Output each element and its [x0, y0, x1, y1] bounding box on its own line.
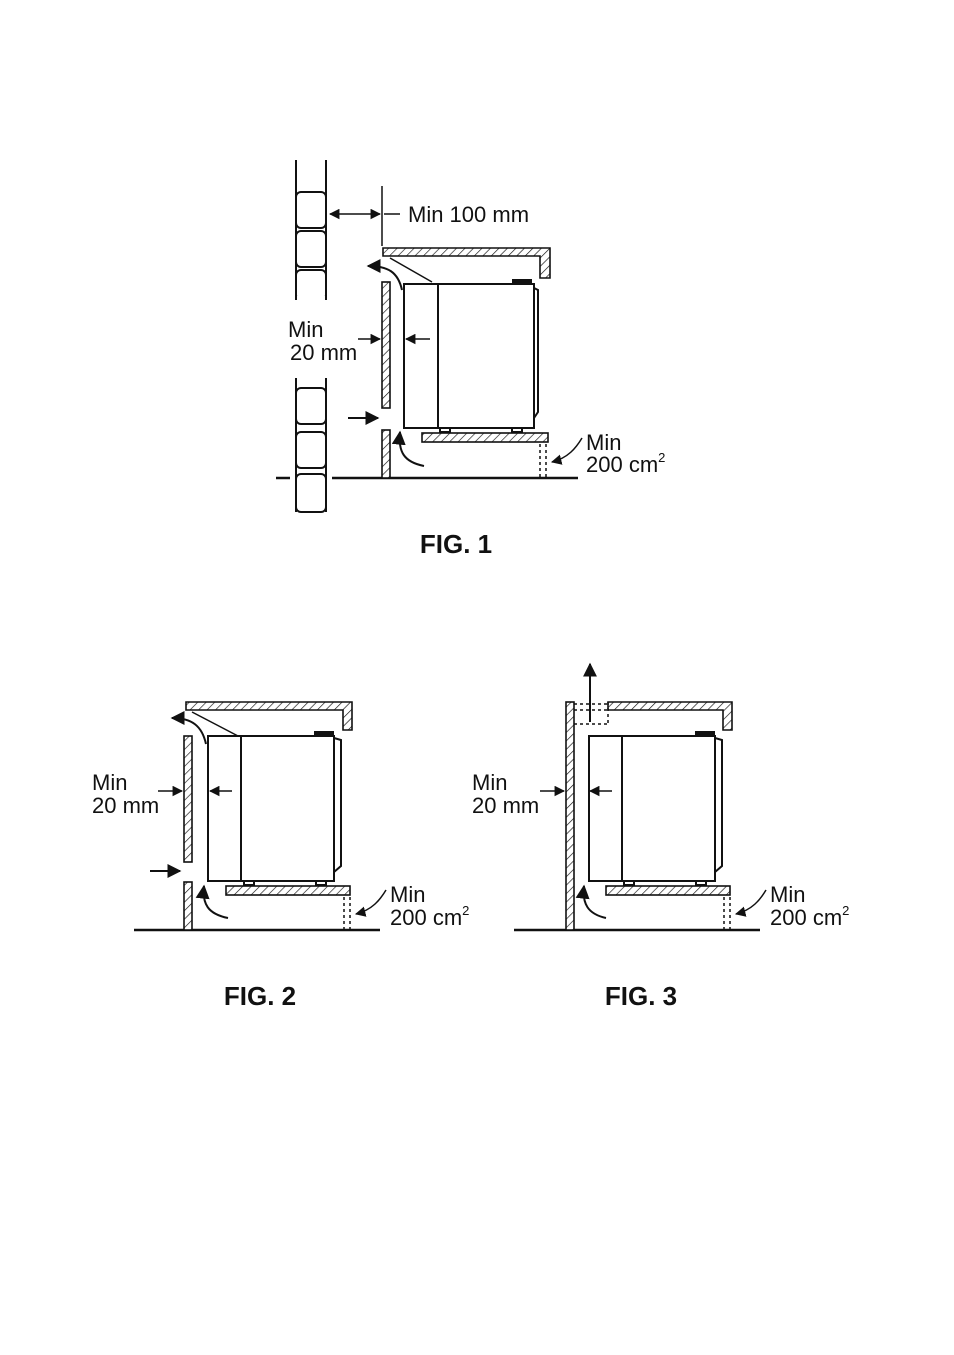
airflow-rise-arrow [400, 432, 424, 466]
cabinet-top [608, 702, 732, 730]
side-panel [382, 282, 390, 408]
appliance [404, 279, 538, 432]
figure-2: Min 20 mm Min 200 cm2 FIG. 2 [92, 702, 469, 1011]
figure-caption: FIG. 3 [605, 981, 677, 1011]
clearance-side-label: Min [92, 770, 127, 795]
cabinet-top [186, 702, 352, 730]
airflow-rise-arrow [584, 886, 606, 918]
vent-area-label: Min [390, 882, 425, 907]
appliance [208, 731, 341, 885]
vent-area-value: 200 cm2 [390, 903, 469, 930]
clearance-top-label: Min 100 mm [408, 202, 529, 227]
vent-pointer-arrow [736, 890, 766, 914]
cabinet-top [383, 248, 550, 278]
figure-caption: FIG. 2 [224, 981, 296, 1011]
plinth-shelf [606, 886, 730, 895]
plinth-shelf [422, 433, 548, 442]
side-wall [566, 702, 574, 930]
vent-pointer-arrow [552, 438, 582, 462]
vent-area-value: 200 cm2 [770, 903, 849, 930]
clearance-side-label: Min [288, 317, 323, 342]
clearance-side-value: 20 mm [472, 793, 539, 818]
side-panel-lower [184, 882, 192, 930]
side-panel [184, 736, 192, 862]
figure-caption: FIG. 1 [420, 529, 492, 559]
plinth-shelf [226, 886, 350, 895]
clearance-side-value: 20 mm [290, 340, 357, 365]
clearance-side-value: 20 mm [92, 793, 159, 818]
vent-pointer-arrow [356, 890, 386, 914]
vent-area-label: Min [770, 882, 805, 907]
clearance-side-label: Min [472, 770, 507, 795]
figure-3: Min 20 mm Min 200 cm2 FIG. 3 [472, 664, 849, 1011]
figure-1: Min 100 mm Min 20 mm Min [276, 160, 665, 559]
side-panel-lower [382, 430, 390, 478]
vent-area-value: 200 cm2 [586, 450, 665, 477]
airflow-rise-arrow [204, 886, 228, 918]
appliance [589, 731, 722, 885]
